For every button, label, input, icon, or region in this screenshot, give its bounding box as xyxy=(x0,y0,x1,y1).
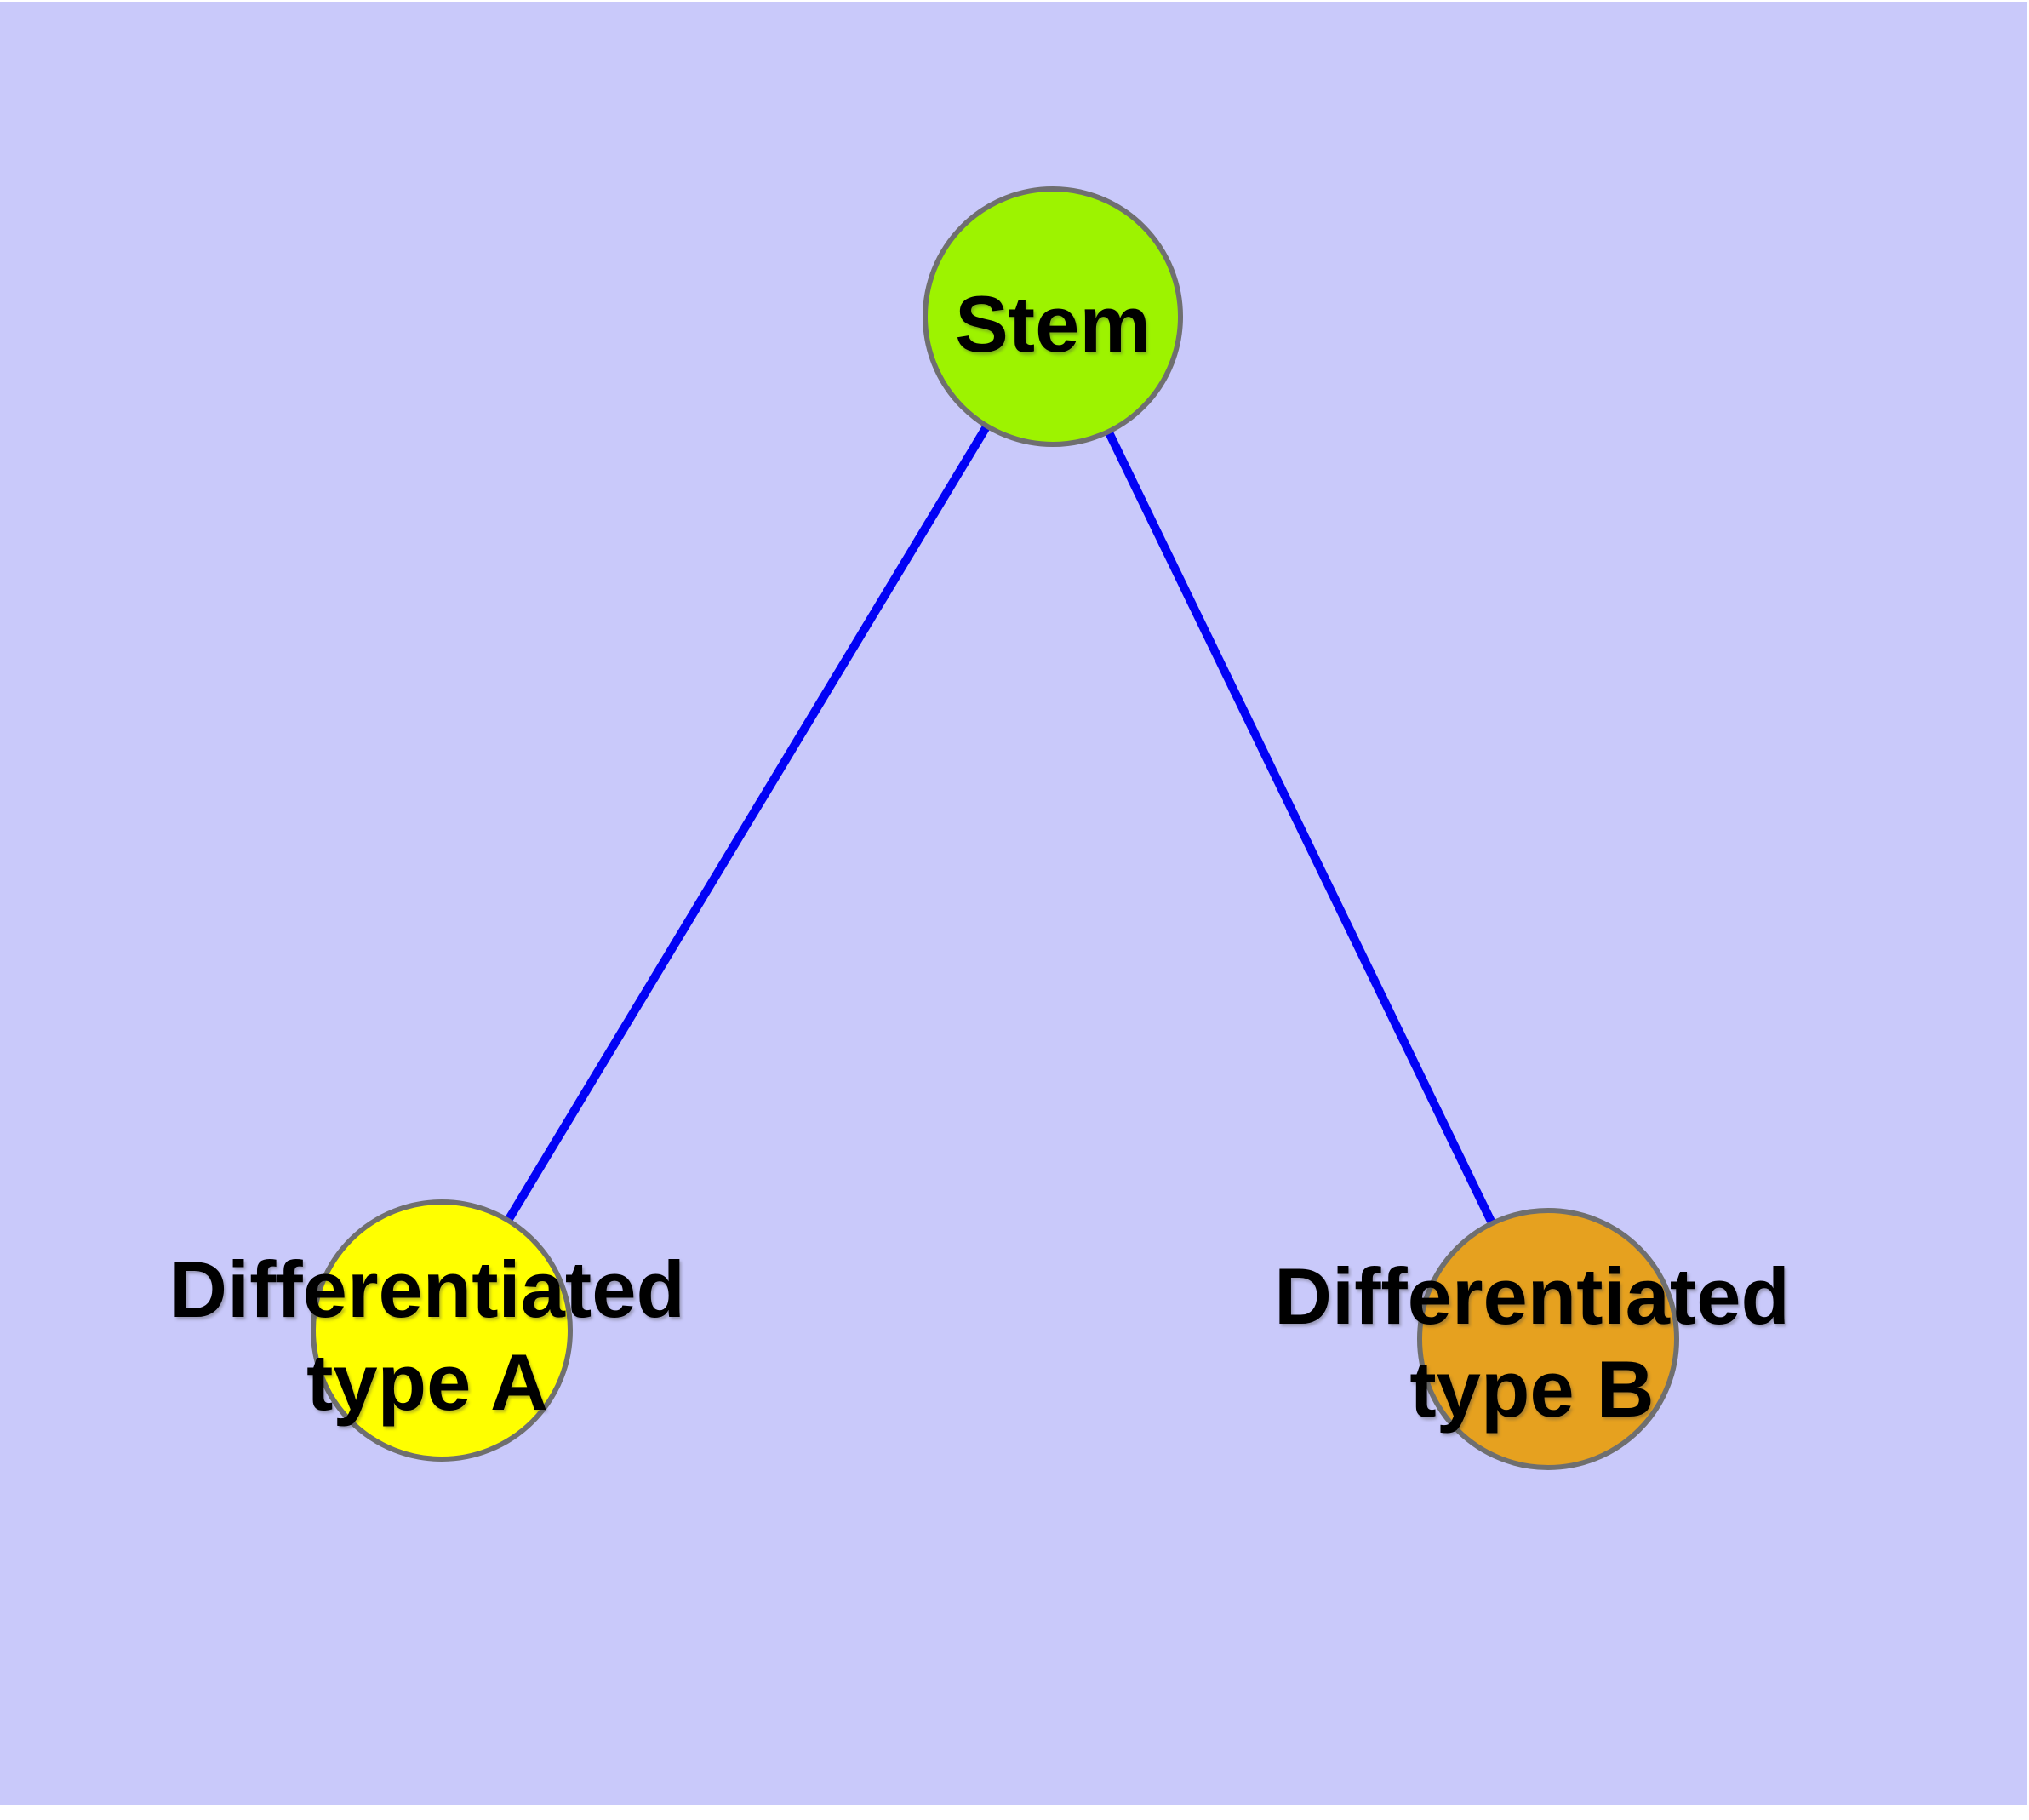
differentiated-type-b-label-line2: type B xyxy=(1409,1344,1654,1434)
edge-stem-to-type-b xyxy=(1049,314,1552,1342)
differentiated-type-a-label-line2: type A xyxy=(306,1337,548,1427)
stem-node-circle xyxy=(923,186,1183,447)
differentiated-type-b-label-line1: Differentiated xyxy=(1274,1251,1790,1341)
edge-stem-to-type-a xyxy=(437,314,1057,1333)
differentiated-type-a-label-line1: Differentiated xyxy=(169,1245,685,1334)
differentiated-type-a-node-circle xyxy=(311,1199,573,1462)
stem-node-label: Stem xyxy=(955,279,1151,369)
differentiated-type-b-node-circle xyxy=(1417,1208,1679,1470)
